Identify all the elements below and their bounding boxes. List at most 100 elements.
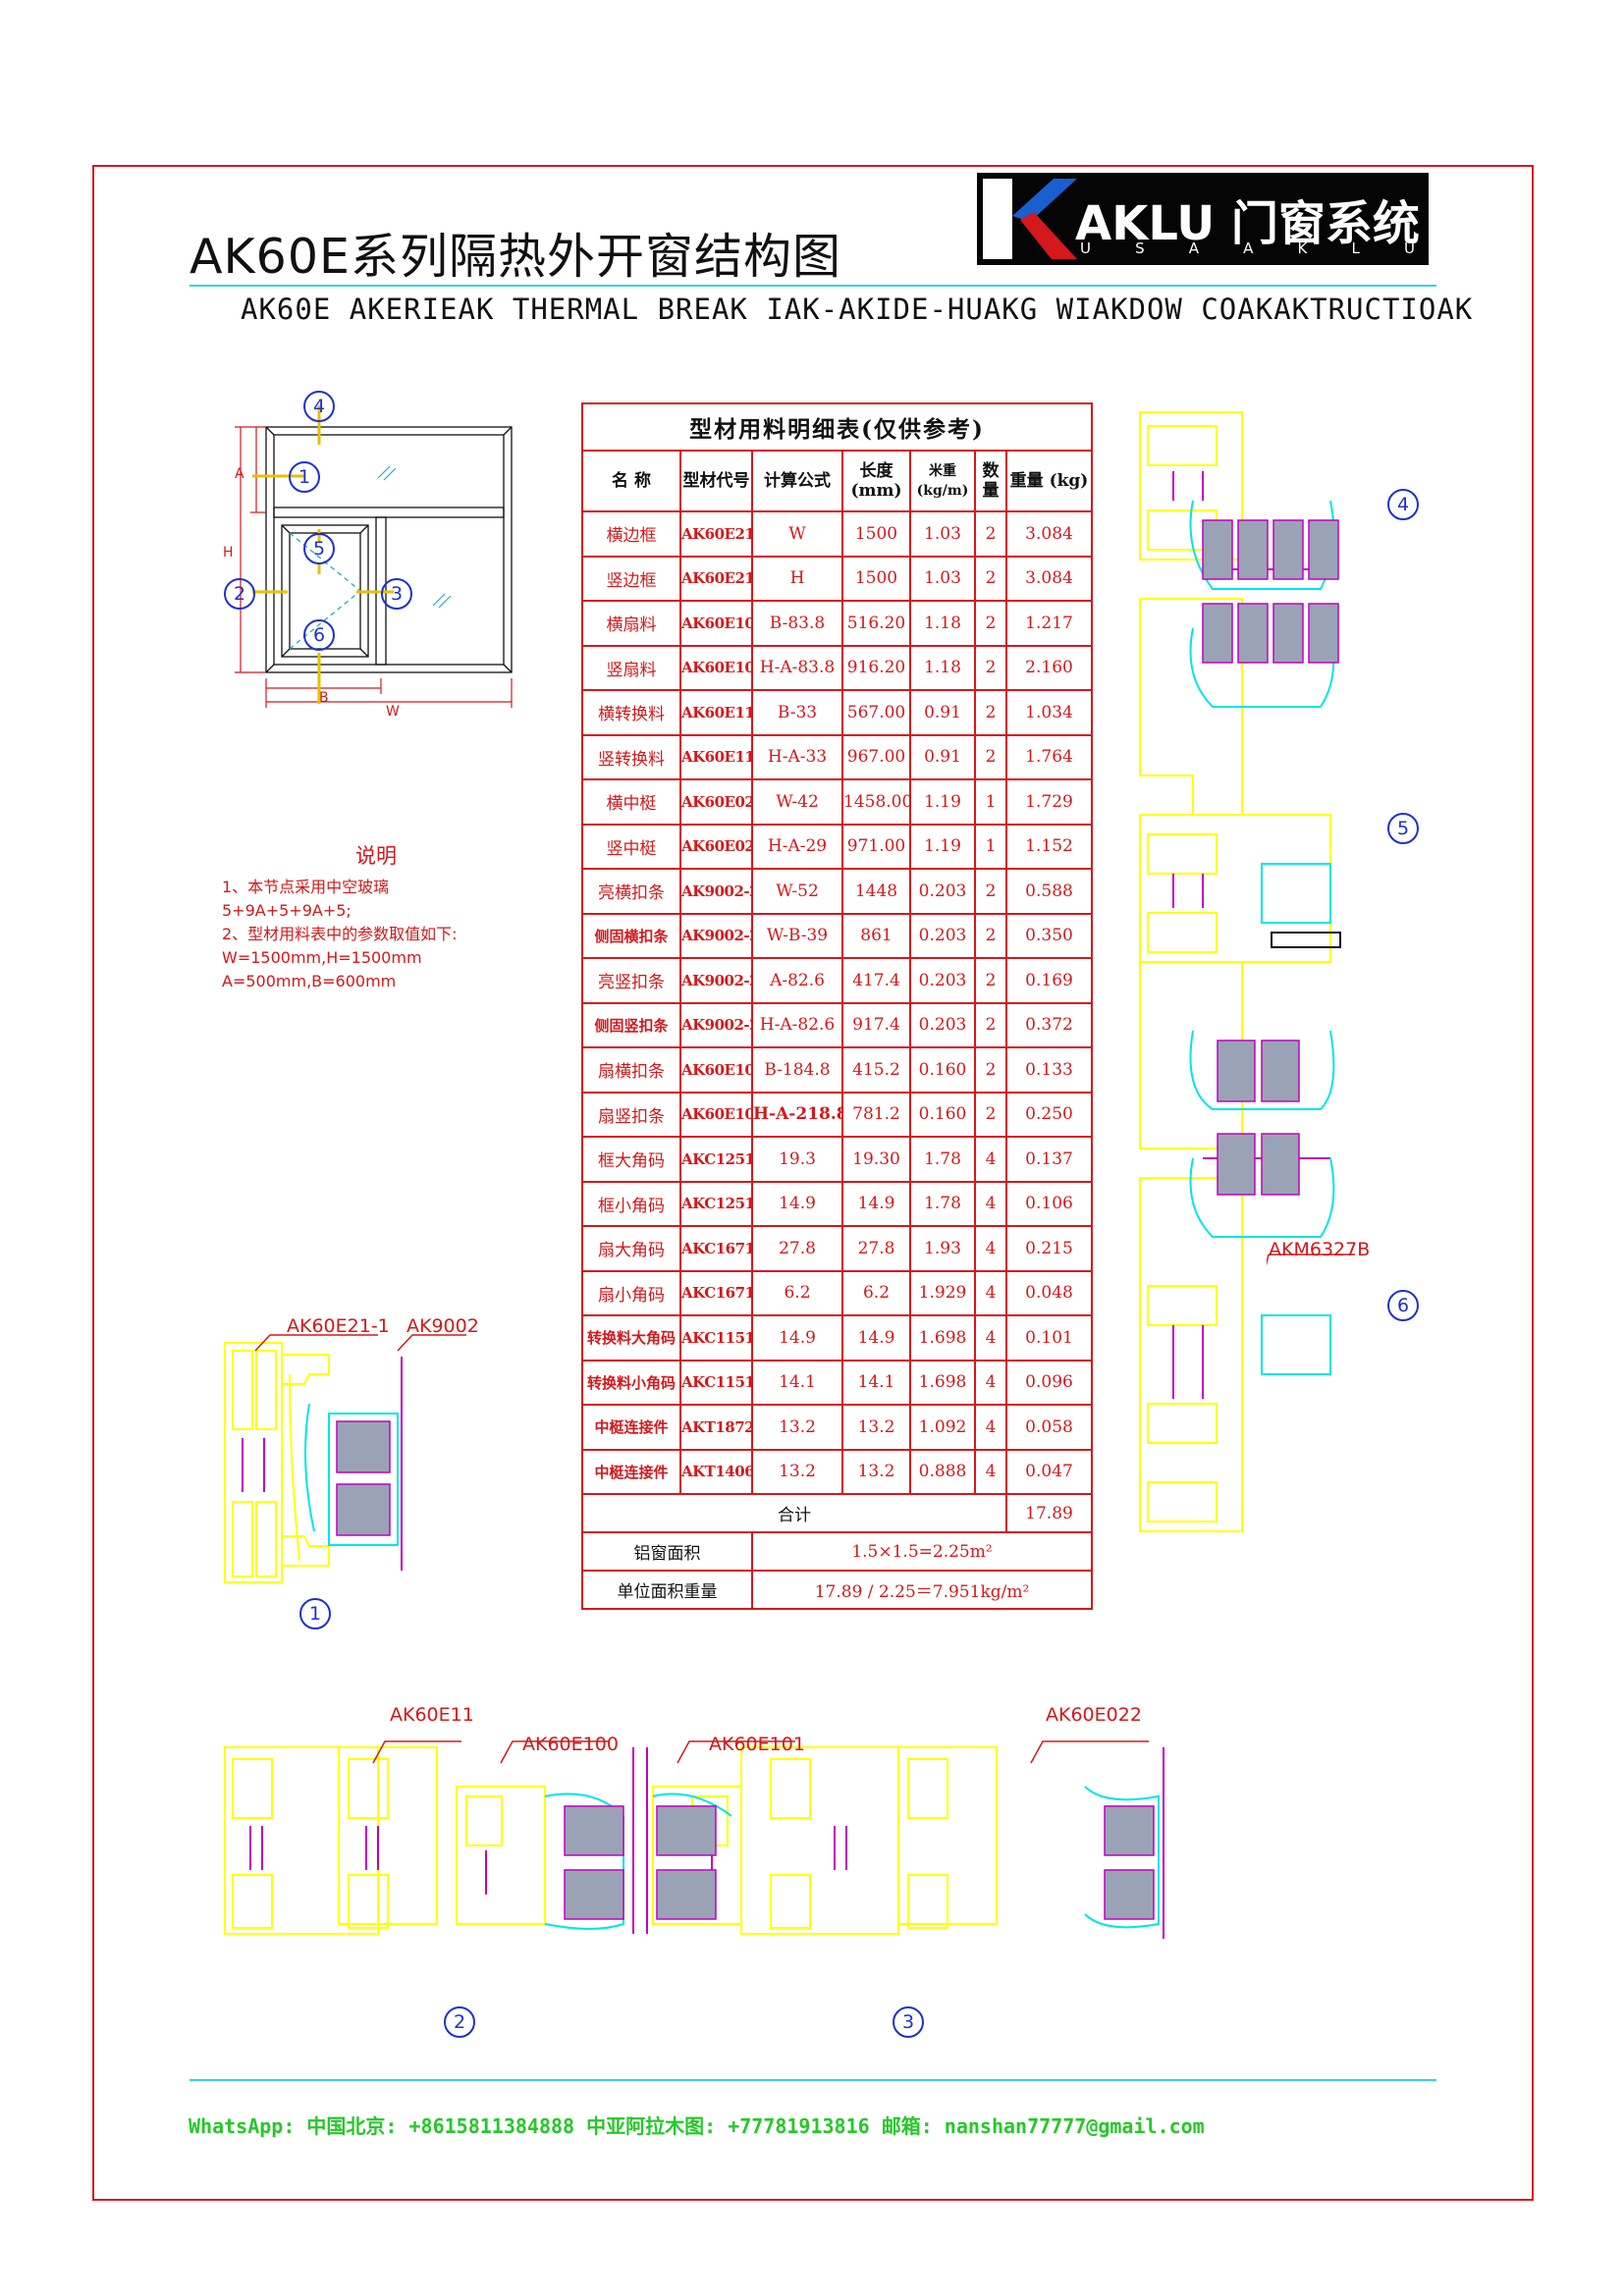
cell-name: 中梃连接件 bbox=[581, 1448, 681, 1495]
col-header: 型材代号 bbox=[679, 450, 753, 512]
col-header: 名 称 bbox=[581, 450, 681, 512]
section-4-bubble[interactable]: 4 bbox=[1387, 489, 1419, 520]
col-header: 数量 bbox=[974, 450, 1007, 512]
leader-lines-1 bbox=[254, 1334, 466, 1352]
section-bubble-5[interactable]: 5 bbox=[303, 533, 335, 564]
cell-length: 567.00 bbox=[841, 689, 911, 736]
unit-weight-value: 17.89 / 2.25＝7.951kg/m² bbox=[750, 1570, 1094, 1610]
section-2-bubble[interactable]: 2 bbox=[444, 2006, 475, 2038]
cell-formula: 14.1 bbox=[751, 1359, 843, 1406]
section-bubble-2[interactable]: 2 bbox=[224, 578, 255, 610]
cell-unit-weight: 0.888 bbox=[909, 1448, 976, 1495]
cell-length: 781.2 bbox=[841, 1091, 911, 1138]
cell-weight: 2.160 bbox=[1004, 644, 1094, 691]
cell-formula: 14.9 bbox=[751, 1180, 843, 1227]
cell-unit-weight: 0.91 bbox=[909, 689, 976, 736]
note-line: W=1500mm,H=1500mm bbox=[222, 948, 422, 967]
cell-weight: 0.106 bbox=[1004, 1180, 1094, 1227]
cell-name: 框小角码 bbox=[581, 1180, 681, 1227]
section-bubble-4[interactable]: 4 bbox=[303, 391, 335, 422]
cell-length: 971.00 bbox=[841, 823, 911, 870]
cell-name: 竖转换料 bbox=[581, 733, 681, 780]
cell-formula: W bbox=[751, 510, 843, 558]
cell-name: 竖中梃 bbox=[581, 823, 681, 870]
cell-formula: 13.2 bbox=[751, 1404, 843, 1451]
section-3-bubble[interactable]: 3 bbox=[893, 2006, 924, 2038]
section-5-bubble[interactable]: 5 bbox=[1387, 813, 1419, 844]
cell-name: 扇竖扣条 bbox=[581, 1091, 681, 1138]
cell-unit-weight: 1.929 bbox=[909, 1269, 976, 1316]
cell-formula: A-82.6 bbox=[751, 957, 843, 1004]
cell-length: 415.2 bbox=[841, 1046, 911, 1094]
cell-weight: 0.169 bbox=[1004, 957, 1094, 1004]
section-bubble-1[interactable]: 1 bbox=[289, 461, 320, 493]
label-ak60e11: AK60E11 bbox=[390, 1704, 474, 1726]
section-1-bubble[interactable]: 1 bbox=[299, 1598, 331, 1629]
cell-weight: 0.101 bbox=[1004, 1314, 1094, 1362]
cell-unit-weight: 1.03 bbox=[909, 555, 976, 602]
cell-name: 侧固横扣条 bbox=[581, 912, 681, 959]
cell-formula: W-52 bbox=[751, 868, 843, 915]
cell-length: 13.2 bbox=[841, 1448, 911, 1495]
cell-qty: 2 bbox=[974, 644, 1007, 691]
horizontal-sections-drawing bbox=[224, 1746, 1164, 1939]
cell-qty: 2 bbox=[974, 1001, 1007, 1048]
cell-unit-weight: 1.78 bbox=[909, 1136, 976, 1183]
cell-name: 框大角码 bbox=[581, 1136, 681, 1183]
cell-name: 扇小角码 bbox=[581, 1269, 681, 1316]
section-bubble-6[interactable]: 6 bbox=[303, 619, 335, 651]
cell-unit-weight: 1.698 bbox=[909, 1314, 976, 1362]
dim-w-label: W bbox=[386, 704, 400, 720]
cell-qty: 2 bbox=[974, 555, 1007, 602]
cell-unit-weight: 1.18 bbox=[909, 600, 976, 647]
label-ak9002: AK9002 bbox=[406, 1315, 479, 1337]
cell-code: AKC1671 bbox=[679, 1225, 753, 1272]
cell-code: AK9002-2 bbox=[679, 957, 753, 1004]
cell-length: 14.9 bbox=[841, 1180, 911, 1227]
cell-length: 19.30 bbox=[841, 1136, 911, 1183]
total-value: 17.89 bbox=[1004, 1493, 1094, 1533]
cell-unit-weight: 1.698 bbox=[909, 1359, 976, 1406]
footer-divider bbox=[189, 2079, 1436, 2081]
cell-name: 亮竖扣条 bbox=[581, 957, 681, 1004]
cell-name: 扇横扣条 bbox=[581, 1046, 681, 1094]
label-ak60e101: AK60E101 bbox=[709, 1734, 805, 1755]
dim-b-label: B bbox=[319, 690, 329, 706]
cell-unit-weight: 0.203 bbox=[909, 912, 976, 959]
cell-code: AKT1872 bbox=[679, 1404, 753, 1451]
logo-k-icon bbox=[983, 179, 1077, 259]
cell-qty: 2 bbox=[974, 912, 1007, 959]
cell-name: 竖扇料 bbox=[581, 644, 681, 691]
cell-length: 14.9 bbox=[841, 1314, 911, 1362]
cell-unit-weight: 0.203 bbox=[909, 868, 976, 915]
unit-weight-label: 单位面积重量 bbox=[581, 1570, 753, 1610]
section-6-bubble[interactable]: 6 bbox=[1387, 1290, 1419, 1321]
cell-formula: H-A-82.6 bbox=[751, 1001, 843, 1048]
cell-qty: 2 bbox=[974, 510, 1007, 558]
cell-formula: 13.2 bbox=[751, 1448, 843, 1495]
cell-unit-weight: 0.160 bbox=[909, 1091, 976, 1138]
cell-formula: H bbox=[751, 555, 843, 602]
cell-qty: 4 bbox=[974, 1448, 1007, 1495]
cell-weight: 3.084 bbox=[1004, 555, 1094, 602]
label-ak60e100: AK60E100 bbox=[522, 1734, 619, 1755]
cell-code: AKC1251 bbox=[679, 1136, 753, 1183]
cell-code: AK9002-2 bbox=[679, 1001, 753, 1048]
dim-h-label: H bbox=[223, 545, 234, 561]
cell-code: AK60E101 bbox=[679, 1046, 753, 1094]
cell-qty: 2 bbox=[974, 689, 1007, 736]
section-bubble-3[interactable]: 3 bbox=[381, 578, 412, 610]
cell-name: 横边框 bbox=[581, 510, 681, 558]
